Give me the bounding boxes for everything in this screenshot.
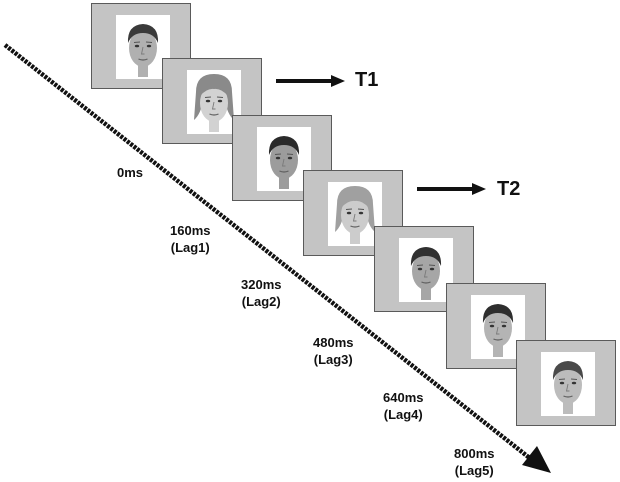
time-value: 160ms xyxy=(170,223,211,238)
face-image-5 xyxy=(399,238,453,302)
time-label-4: 640ms (Lag4) xyxy=(383,389,423,423)
time-value: 800ms xyxy=(454,446,495,461)
face-image-1 xyxy=(116,15,170,79)
time-value: 320ms xyxy=(241,277,282,292)
female-face xyxy=(335,186,375,244)
t1-arrowhead xyxy=(331,75,345,87)
face-image-4 xyxy=(328,182,382,246)
stimulus-frame-5 xyxy=(374,226,474,312)
time-label-0: 0ms xyxy=(117,164,143,181)
t2-arrowhead xyxy=(472,183,486,195)
time-label-3: 480ms (Lag3) xyxy=(313,334,353,368)
male-face xyxy=(552,361,584,414)
t2-label: T2 xyxy=(497,178,521,200)
lag-value: (Lag1) xyxy=(170,240,210,255)
time-value: 0ms xyxy=(117,165,144,180)
time-label-1: 160ms (Lag1) xyxy=(170,222,210,256)
time-label-2: 320ms (Lag2) xyxy=(241,276,281,310)
face-image-6 xyxy=(471,295,525,359)
time-value: 480ms xyxy=(313,335,354,350)
male-face xyxy=(482,304,514,357)
stimulus-frame-1 xyxy=(91,3,191,89)
timeline-arrowhead xyxy=(522,446,551,473)
stimulus-frame-7 xyxy=(516,340,616,426)
lag-value: (Lag4) xyxy=(383,407,423,422)
male-face xyxy=(410,247,442,300)
lag-value: (Lag3) xyxy=(313,352,353,367)
lag-value: (Lag2) xyxy=(241,294,281,309)
time-value: 640ms xyxy=(383,390,424,405)
t1-label: T1 xyxy=(355,69,379,91)
face-image-7 xyxy=(541,352,595,416)
time-label-5: 800ms (Lag5) xyxy=(454,445,494,479)
lag-value: (Lag5) xyxy=(454,463,494,478)
timeline-arrow xyxy=(3,43,538,465)
male-face xyxy=(127,24,159,77)
female-face xyxy=(194,74,234,132)
face-image-3 xyxy=(257,127,311,191)
male-face xyxy=(268,136,300,189)
